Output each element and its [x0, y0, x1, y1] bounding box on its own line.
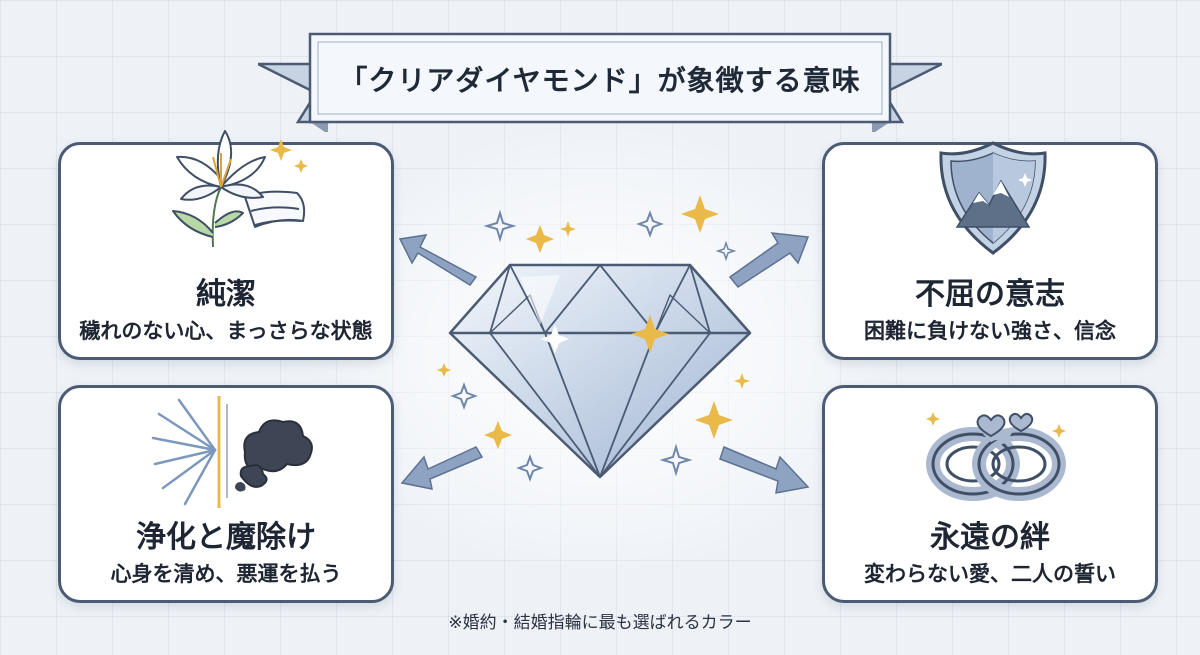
arrow-top-right-icon	[728, 232, 810, 289]
arrow-bottom-right-icon	[719, 445, 810, 494]
page-title: 「クリアダイヤモンド」が象徴する意味	[339, 64, 861, 97]
card-will: 不屈の意志 困難に負けない強さ、信念	[822, 141, 1158, 360]
card-purity-title: 純潔	[196, 277, 256, 312]
linked-rings-hearts-icon	[926, 412, 1066, 501]
card-purify-desc: 心身を清め、悪運を払う	[110, 562, 342, 586]
center-illustration	[398, 195, 810, 494]
diamond-icon	[448, 263, 752, 479]
card-purity: 純潔 穢れのない心、まっさらな状態	[58, 130, 394, 360]
card-bond-desc: 変わらない愛、二人の誓い	[864, 562, 1116, 586]
card-bond: 永遠の絆 変わらない愛、二人の誓い	[822, 385, 1158, 603]
light-smoke-icon	[151, 396, 313, 508]
shield-mountain-icon	[939, 141, 1047, 255]
arrow-top-left-icon	[398, 234, 478, 286]
card-bond-title: 永遠の絆	[930, 520, 1050, 555]
lily-towel-icon	[172, 130, 308, 248]
sparkle-icons	[437, 195, 750, 482]
card-purify-title: 浄化と魔除け	[136, 520, 316, 555]
diamond-group	[380, 185, 820, 515]
footnote: ※婚約・結婚指輪に最も選ばれるカラー	[448, 613, 752, 633]
title-banner: 「クリアダイヤモンド」が象徴する意味	[258, 22, 942, 132]
card-purity-desc: 穢れのない心、まっさらな状態	[79, 319, 373, 343]
card-will-title: 不屈の意志	[915, 277, 1065, 312]
arrow-bottom-left-icon	[400, 446, 484, 490]
card-purify: 浄化と魔除け 心身を清め、悪運を払う	[58, 385, 394, 603]
ribbon-shape	[258, 32, 942, 132]
card-will-desc: 困難に負けない強さ、信念	[864, 319, 1116, 343]
